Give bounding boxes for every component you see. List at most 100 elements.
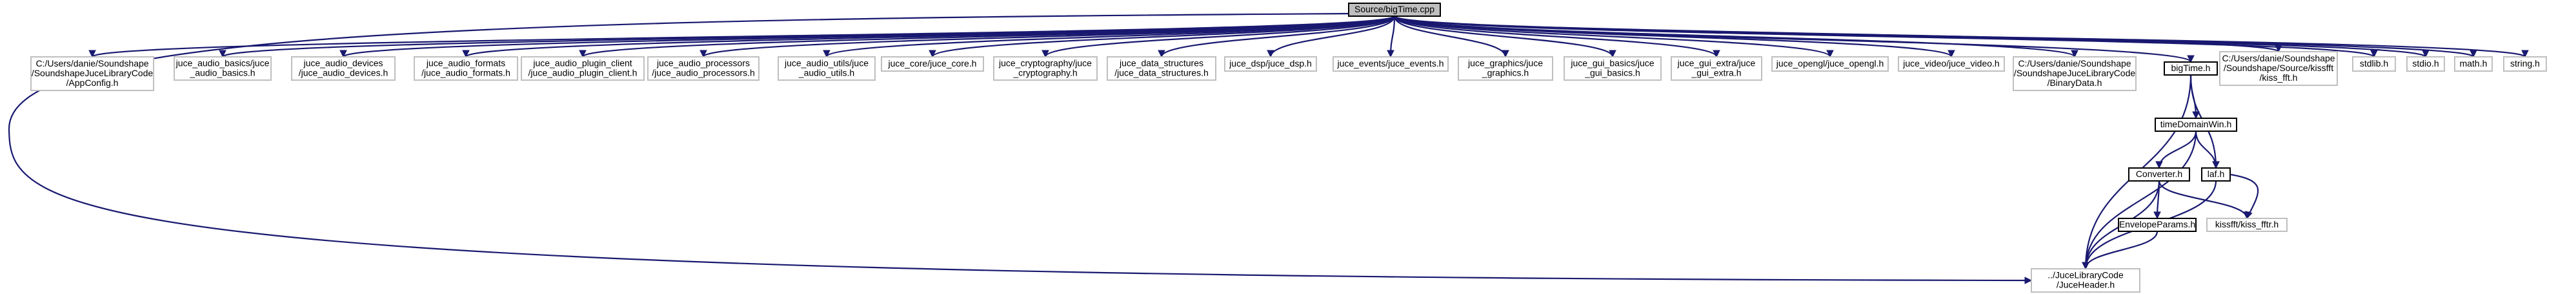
node-string-box — [2503, 56, 2547, 72]
node-timedomain-box — [2155, 118, 2237, 132]
arrowhead — [1947, 50, 1955, 58]
arrowhead — [579, 50, 587, 58]
arrowhead — [2470, 50, 2477, 58]
node-opengl: juce_opengl/juce_opengl.h — [1771, 56, 1889, 72]
node-juceheader-label-line: /JuceHeader.h — [2057, 280, 2115, 290]
node-root[interactable]: Source/bigTime.cpp — [1348, 3, 1441, 17]
node-plugin_client-box — [521, 56, 645, 81]
node-audio_utils-label-line: juce_audio_utils/juce — [784, 58, 869, 68]
node-audio_devices: juce_audio_devices/juce_audio_devices.h — [291, 56, 396, 81]
node-dsp-box — [1224, 56, 1317, 72]
arrowhead — [2071, 50, 2078, 58]
node-appconfig-label-line: C:/Users/danie/Soundshape — [35, 58, 148, 68]
node-video: juce_video/juce_video.h — [1898, 56, 2005, 72]
arrowhead — [1609, 50, 1616, 58]
node-appconfig-box — [30, 56, 154, 91]
node-events: juce_events/juce_events.h — [1333, 56, 1449, 72]
arrowhead — [2187, 55, 2195, 63]
edge-root-to-opengl — [1393, 15, 1831, 58]
node-audio_processors-box — [647, 56, 760, 81]
node-laf-box — [2201, 167, 2231, 182]
node-kiss_fft_ext: C:/Users/danie/Soundshape/Soundshape/Sou… — [2219, 51, 2338, 86]
arrowhead — [2521, 50, 2529, 58]
arrowhead — [2275, 45, 2282, 53]
arrowhead — [2082, 262, 2089, 270]
node-dsp: juce_dsp/juce_dsp.h — [1224, 56, 1317, 72]
node-plugin_client: juce_audio_plugin_client/juce_audio_plug… — [521, 56, 645, 81]
node-binarydata-label-line: C:/Users/danie/Soundshape — [2018, 58, 2131, 68]
node-math-label-line: math.h — [2460, 58, 2488, 68]
node-gui_extra: juce_gui_extra/juce_gui_extra.h — [1671, 56, 1762, 81]
node-kiss_fftr-label-line: kissfft/kiss_fftr.h — [2215, 219, 2279, 229]
node-envelope-label-line: EnvelopeParams.h — [2119, 219, 2195, 229]
node-string-label-line: string.h — [2510, 58, 2540, 68]
node-juceheader-label-line: ../JuceLibraryCode — [2048, 270, 2124, 280]
arrowhead — [823, 50, 830, 58]
node-stdio-box — [2406, 56, 2445, 72]
node-audio_devices-label-line: /juce_audio_devices.h — [299, 68, 388, 78]
edges-layer — [8, 12, 2529, 284]
node-timedomain-label-line: timeDomainWin.h — [2160, 119, 2231, 129]
node-opengl-label-line: juce_opengl/juce_opengl.h — [1776, 58, 1884, 68]
nodes-layer: Source/bigTime.cppC:/Users/danie/Soundsh… — [30, 3, 2547, 293]
node-audio_basics-label-line: juce_audio_basics/juce — [176, 58, 270, 68]
arrowhead — [2212, 161, 2220, 169]
node-data_structures: juce_data_structures/juce_data_structure… — [1107, 56, 1216, 81]
edge-root-to-gui_extra — [1393, 16, 1718, 58]
node-audio_utils-label-line: _audio_utils.h — [798, 68, 854, 78]
node-converter[interactable]: Converter.h — [2128, 167, 2190, 182]
node-video-box — [1898, 56, 2005, 72]
arrowhead — [1267, 50, 1274, 58]
node-stdio-label-line: stdio.h — [2412, 58, 2439, 68]
node-video-label-line: juce_video/juce_video.h — [1902, 58, 1999, 68]
node-core: juce_core/juce_core.h — [881, 56, 984, 72]
node-audio_basics-label-line: _audio_basics.h — [189, 68, 255, 78]
node-gui_basics: juce_gui_basics/juce_gui_basics.h — [1564, 56, 1662, 81]
node-events-label-line: juce_events/juce_events.h — [1337, 58, 1444, 68]
node-root-label-line: Source/bigTime.cpp — [1354, 4, 1434, 14]
edge-root-to-gui_basics — [1393, 16, 1614, 58]
edge-root-to-bigtime_h — [1393, 16, 2192, 63]
arrowhead — [462, 50, 470, 58]
edge-root-to-dsp — [1269, 16, 1396, 58]
arrowhead — [1713, 50, 1720, 58]
edge-root-to-appconfig — [91, 15, 1396, 58]
edge-root-to-juceheader — [8, 12, 2032, 282]
edge-root-to-graphics — [1393, 16, 1507, 58]
node-gui_extra-label-line: _gui_extra.h — [1691, 68, 1741, 78]
arrowhead — [2153, 211, 2161, 220]
node-kiss_fft_ext-label-line: C:/Users/danie/Soundshape — [2222, 53, 2335, 63]
node-core-label-line: juce_core/juce_core.h — [888, 58, 977, 68]
arrowhead — [2192, 111, 2200, 120]
node-envelope-box — [2118, 218, 2197, 232]
node-audio_basics-box — [174, 56, 272, 81]
node-audio_devices-box — [291, 56, 396, 81]
node-juceheader: ../JuceLibraryCode/JuceHeader.h — [2031, 268, 2140, 293]
node-root-box — [1348, 3, 1441, 17]
node-timedomain[interactable]: timeDomainWin.h — [2155, 118, 2237, 132]
node-graphics-label-line: juce_graphics/juce — [1467, 58, 1543, 68]
node-math-box — [2454, 56, 2493, 72]
node-audio_basics: juce_audio_basics/juce_audio_basics.h — [174, 56, 272, 81]
edge-root-to-audio_processors — [702, 15, 1396, 58]
arrowhead — [929, 50, 936, 58]
node-graphics-label-line: _graphics.h — [1482, 68, 1529, 78]
edge-root-to-data_structures — [1160, 16, 1396, 58]
node-laf[interactable]: laf.h — [2201, 167, 2231, 182]
node-converter-label-line: Converter.h — [2136, 169, 2182, 179]
node-audio_formats: juce_audio_formats/juce_audio_formats.h — [414, 56, 518, 81]
node-bigtime_h[interactable]: bigTime.h — [2164, 61, 2218, 76]
node-opengl-box — [1771, 56, 1889, 72]
edge-root-to-string — [1393, 15, 2526, 58]
node-envelope[interactable]: EnvelopeParams.h — [2118, 218, 2197, 232]
node-audio_devices-label-line: juce_audio_devices — [303, 58, 383, 68]
arrowhead — [2243, 211, 2251, 220]
node-bigtime_h-label-line: bigTime.h — [2171, 63, 2211, 73]
node-binarydata: C:/Users/danie/Soundshape/SoundshapeJuce… — [2013, 56, 2137, 91]
node-kiss_fft_ext-label-line: /kiss_fft.h — [2260, 72, 2298, 83]
node-audio_formats-box — [414, 56, 518, 81]
node-juceheader-box — [2031, 268, 2140, 293]
edge-root-to-audio_utils — [825, 15, 1396, 58]
node-appconfig-label-line: /AppConfig.h — [66, 78, 119, 88]
arrowhead — [2370, 50, 2378, 58]
